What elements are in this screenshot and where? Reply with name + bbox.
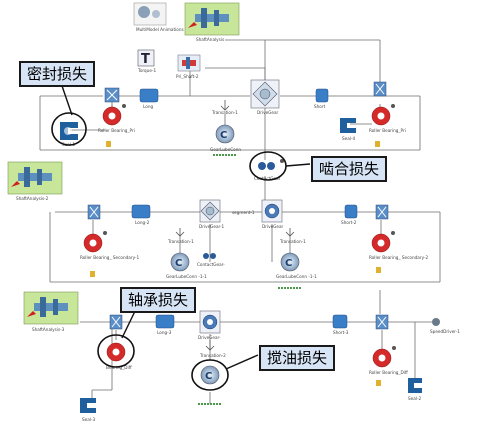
svg-text:Seal-3: Seal-3 bbox=[82, 417, 95, 422]
svg-text:Short: Short bbox=[314, 104, 326, 109]
translation-1-row2-left[interactable]: Transation-1 bbox=[167, 228, 194, 244]
roller-bearing-diff-2[interactable]: Roller Bearing_Diff bbox=[369, 346, 408, 386]
shaft-analysis-block-top[interactable]: ShaftAnalysis bbox=[184, 2, 240, 42]
churning-highlight-ellipse bbox=[191, 359, 229, 391]
svg-text:Transation-1: Transation-1 bbox=[167, 239, 194, 244]
svg-text:Roller Bearing_Pri: Roller Bearing_Pri bbox=[98, 128, 135, 133]
drivegear-row2-left[interactable]: DriveGear-1 bbox=[199, 199, 225, 229]
drivegear-row1[interactable]: DriveGear bbox=[250, 79, 280, 115]
mesh-loss-callout: 啮合损失 bbox=[311, 156, 388, 182]
svg-text:DriveGear-1: DriveGear-1 bbox=[199, 224, 225, 229]
svg-text:C: C bbox=[285, 258, 292, 269]
gearlube-conn-2[interactable]: C GearLubeConn -1-1 bbox=[166, 252, 207, 289]
translation-2[interactable]: Transation-2 bbox=[199, 340, 226, 358]
svg-text:DriveGear-: DriveGear- bbox=[198, 335, 221, 340]
svg-text:C: C bbox=[175, 258, 182, 269]
svg-text:Roller Bearing_ Secondary-2: Roller Bearing_ Secondary-2 bbox=[369, 255, 428, 260]
highlight-marks bbox=[51, 112, 287, 391]
gearlube-conn-3[interactable]: C GearLubeConn -1-1 bbox=[276, 252, 317, 289]
seal-highlight-ellipse bbox=[51, 112, 87, 146]
contact-gear-2[interactable]: ContactGear- bbox=[197, 253, 225, 267]
x-joint-row1-right[interactable] bbox=[373, 81, 387, 97]
svg-text:Roller Bearing_ Secondary-1: Roller Bearing_ Secondary-1 bbox=[80, 255, 139, 260]
x-joint-row3-left[interactable] bbox=[109, 314, 123, 330]
shaft-analysis-block-2[interactable]: ShaftAnalysis-2 bbox=[7, 161, 63, 201]
svg-text:Transation-1: Transation-1 bbox=[211, 110, 238, 115]
long-2-block[interactable]: Long-2 bbox=[131, 204, 151, 225]
svg-text:Pri_Shaft-2: Pri_Shaft-2 bbox=[176, 74, 199, 79]
short-2-block[interactable]: Short-2 bbox=[341, 204, 358, 225]
svg-text:ShaftAnalysis-3: ShaftAnalysis-3 bbox=[32, 327, 65, 332]
seal-loss-callout: 密封损失 bbox=[19, 61, 96, 87]
long-3-block[interactable]: Long-3 bbox=[155, 314, 175, 335]
x-joint-row2-left[interactable] bbox=[87, 204, 101, 220]
short-block-row1[interactable]: Short bbox=[314, 88, 329, 109]
seal-3[interactable]: Seal-3 bbox=[80, 398, 96, 422]
drivegear-row2-right[interactable]: DriveGear bbox=[261, 199, 284, 229]
svg-text:MultiModel Animations: MultiModel Animations bbox=[136, 27, 184, 32]
x-joint-row2-right[interactable] bbox=[375, 204, 389, 220]
svg-text:DriveGear: DriveGear bbox=[262, 224, 284, 229]
svg-text:SpeedDriver-1: SpeedDriver-1 bbox=[430, 329, 460, 334]
long-block[interactable]: Long bbox=[139, 88, 159, 109]
seal-4[interactable]: Seal-4 bbox=[340, 118, 356, 141]
svg-text:C: C bbox=[220, 130, 227, 141]
pri-shaft-block[interactable]: Pri_Shaft-2 bbox=[176, 54, 201, 79]
translation-1-row2-right[interactable]: Transation-1 bbox=[279, 228, 306, 244]
speed-driver-block[interactable]: SpeedDriver-1 bbox=[430, 318, 460, 334]
svg-text:Long-3: Long-3 bbox=[157, 330, 172, 335]
svg-text:Short-3: Short-3 bbox=[333, 330, 349, 335]
bearing-loss-callout: 轴承损失 bbox=[120, 287, 197, 313]
svg-text:Torque-1: Torque-1 bbox=[137, 68, 156, 73]
seal-2[interactable]: Seal-2 bbox=[408, 378, 422, 401]
contact-gear-1[interactable]: ContactGear bbox=[254, 159, 284, 181]
svg-text:Roller Bearing_Pri: Roller Bearing_Pri bbox=[369, 128, 406, 133]
shaft-analysis-block-3[interactable]: ShaftAnalysis-3 bbox=[23, 291, 79, 332]
drivegear-row3[interactable]: DriveGear- bbox=[198, 310, 221, 340]
svg-text:Seal-2: Seal-2 bbox=[408, 396, 421, 401]
bearing-highlight-ellipse bbox=[97, 334, 135, 368]
x-joint-row1-left[interactable] bbox=[104, 87, 120, 103]
svg-text:segment-1: segment-1 bbox=[232, 210, 255, 215]
short-3-block[interactable]: Short-3 bbox=[332, 314, 349, 335]
roller-bearing-secondary-2[interactable]: Roller Bearing_ Secondary-2 bbox=[369, 231, 428, 273]
svg-text:C: C bbox=[205, 371, 212, 382]
svg-text:ContactGear: ContactGear bbox=[254, 176, 281, 181]
svg-text:ShaftAnalysis-2: ShaftAnalysis-2 bbox=[16, 196, 49, 201]
svg-text:GearLubeConn -1-1: GearLubeConn -1-1 bbox=[166, 274, 207, 279]
roller-bearing-secondary-1[interactable]: Roller Bearing_ Secondary-1 bbox=[80, 231, 139, 277]
torque-block[interactable]: T Torque-1 bbox=[137, 49, 156, 73]
gearlube-conn-1[interactable]: C GearLubeConn bbox=[210, 124, 241, 156]
svg-text:Long-2: Long-2 bbox=[135, 220, 150, 225]
svg-text:T: T bbox=[141, 52, 150, 67]
svg-text:ShaftAnalysis: ShaftAnalysis bbox=[196, 37, 224, 42]
translation-1-row1[interactable]: Transation-1 bbox=[211, 100, 238, 115]
segment-1-label[interactable]: segment-1 bbox=[232, 210, 255, 215]
svg-text:ContactGear-: ContactGear- bbox=[197, 262, 225, 267]
svg-text:Short-2: Short-2 bbox=[341, 220, 357, 225]
connection-lines bbox=[39, 39, 441, 404]
multimodel-animations-block[interactable]: MultiModel Animations bbox=[133, 2, 184, 32]
gearlube-conn-4[interactable]: C bbox=[198, 365, 222, 405]
svg-text:GearLubeConn: GearLubeConn bbox=[210, 147, 241, 152]
svg-text:Roller Bearing_Diff: Roller Bearing_Diff bbox=[369, 370, 408, 375]
svg-text:Transation-2: Transation-2 bbox=[199, 353, 226, 358]
svg-text:Transation-1: Transation-1 bbox=[279, 239, 306, 244]
churning-loss-callout: 搅油损失 bbox=[259, 345, 336, 371]
svg-text:GearLubeConn -1-1: GearLubeConn -1-1 bbox=[276, 274, 317, 279]
roller-bearing-pri-1[interactable]: Roller Bearing_Pri bbox=[98, 104, 135, 147]
svg-text:Long: Long bbox=[143, 104, 153, 109]
svg-text:Seal-4: Seal-4 bbox=[342, 136, 355, 141]
x-joint-row3-right[interactable] bbox=[375, 314, 389, 330]
svg-text:DriveGear: DriveGear bbox=[257, 110, 279, 115]
roller-bearing-pri-2[interactable]: Roller Bearing_Pri bbox=[369, 104, 406, 147]
